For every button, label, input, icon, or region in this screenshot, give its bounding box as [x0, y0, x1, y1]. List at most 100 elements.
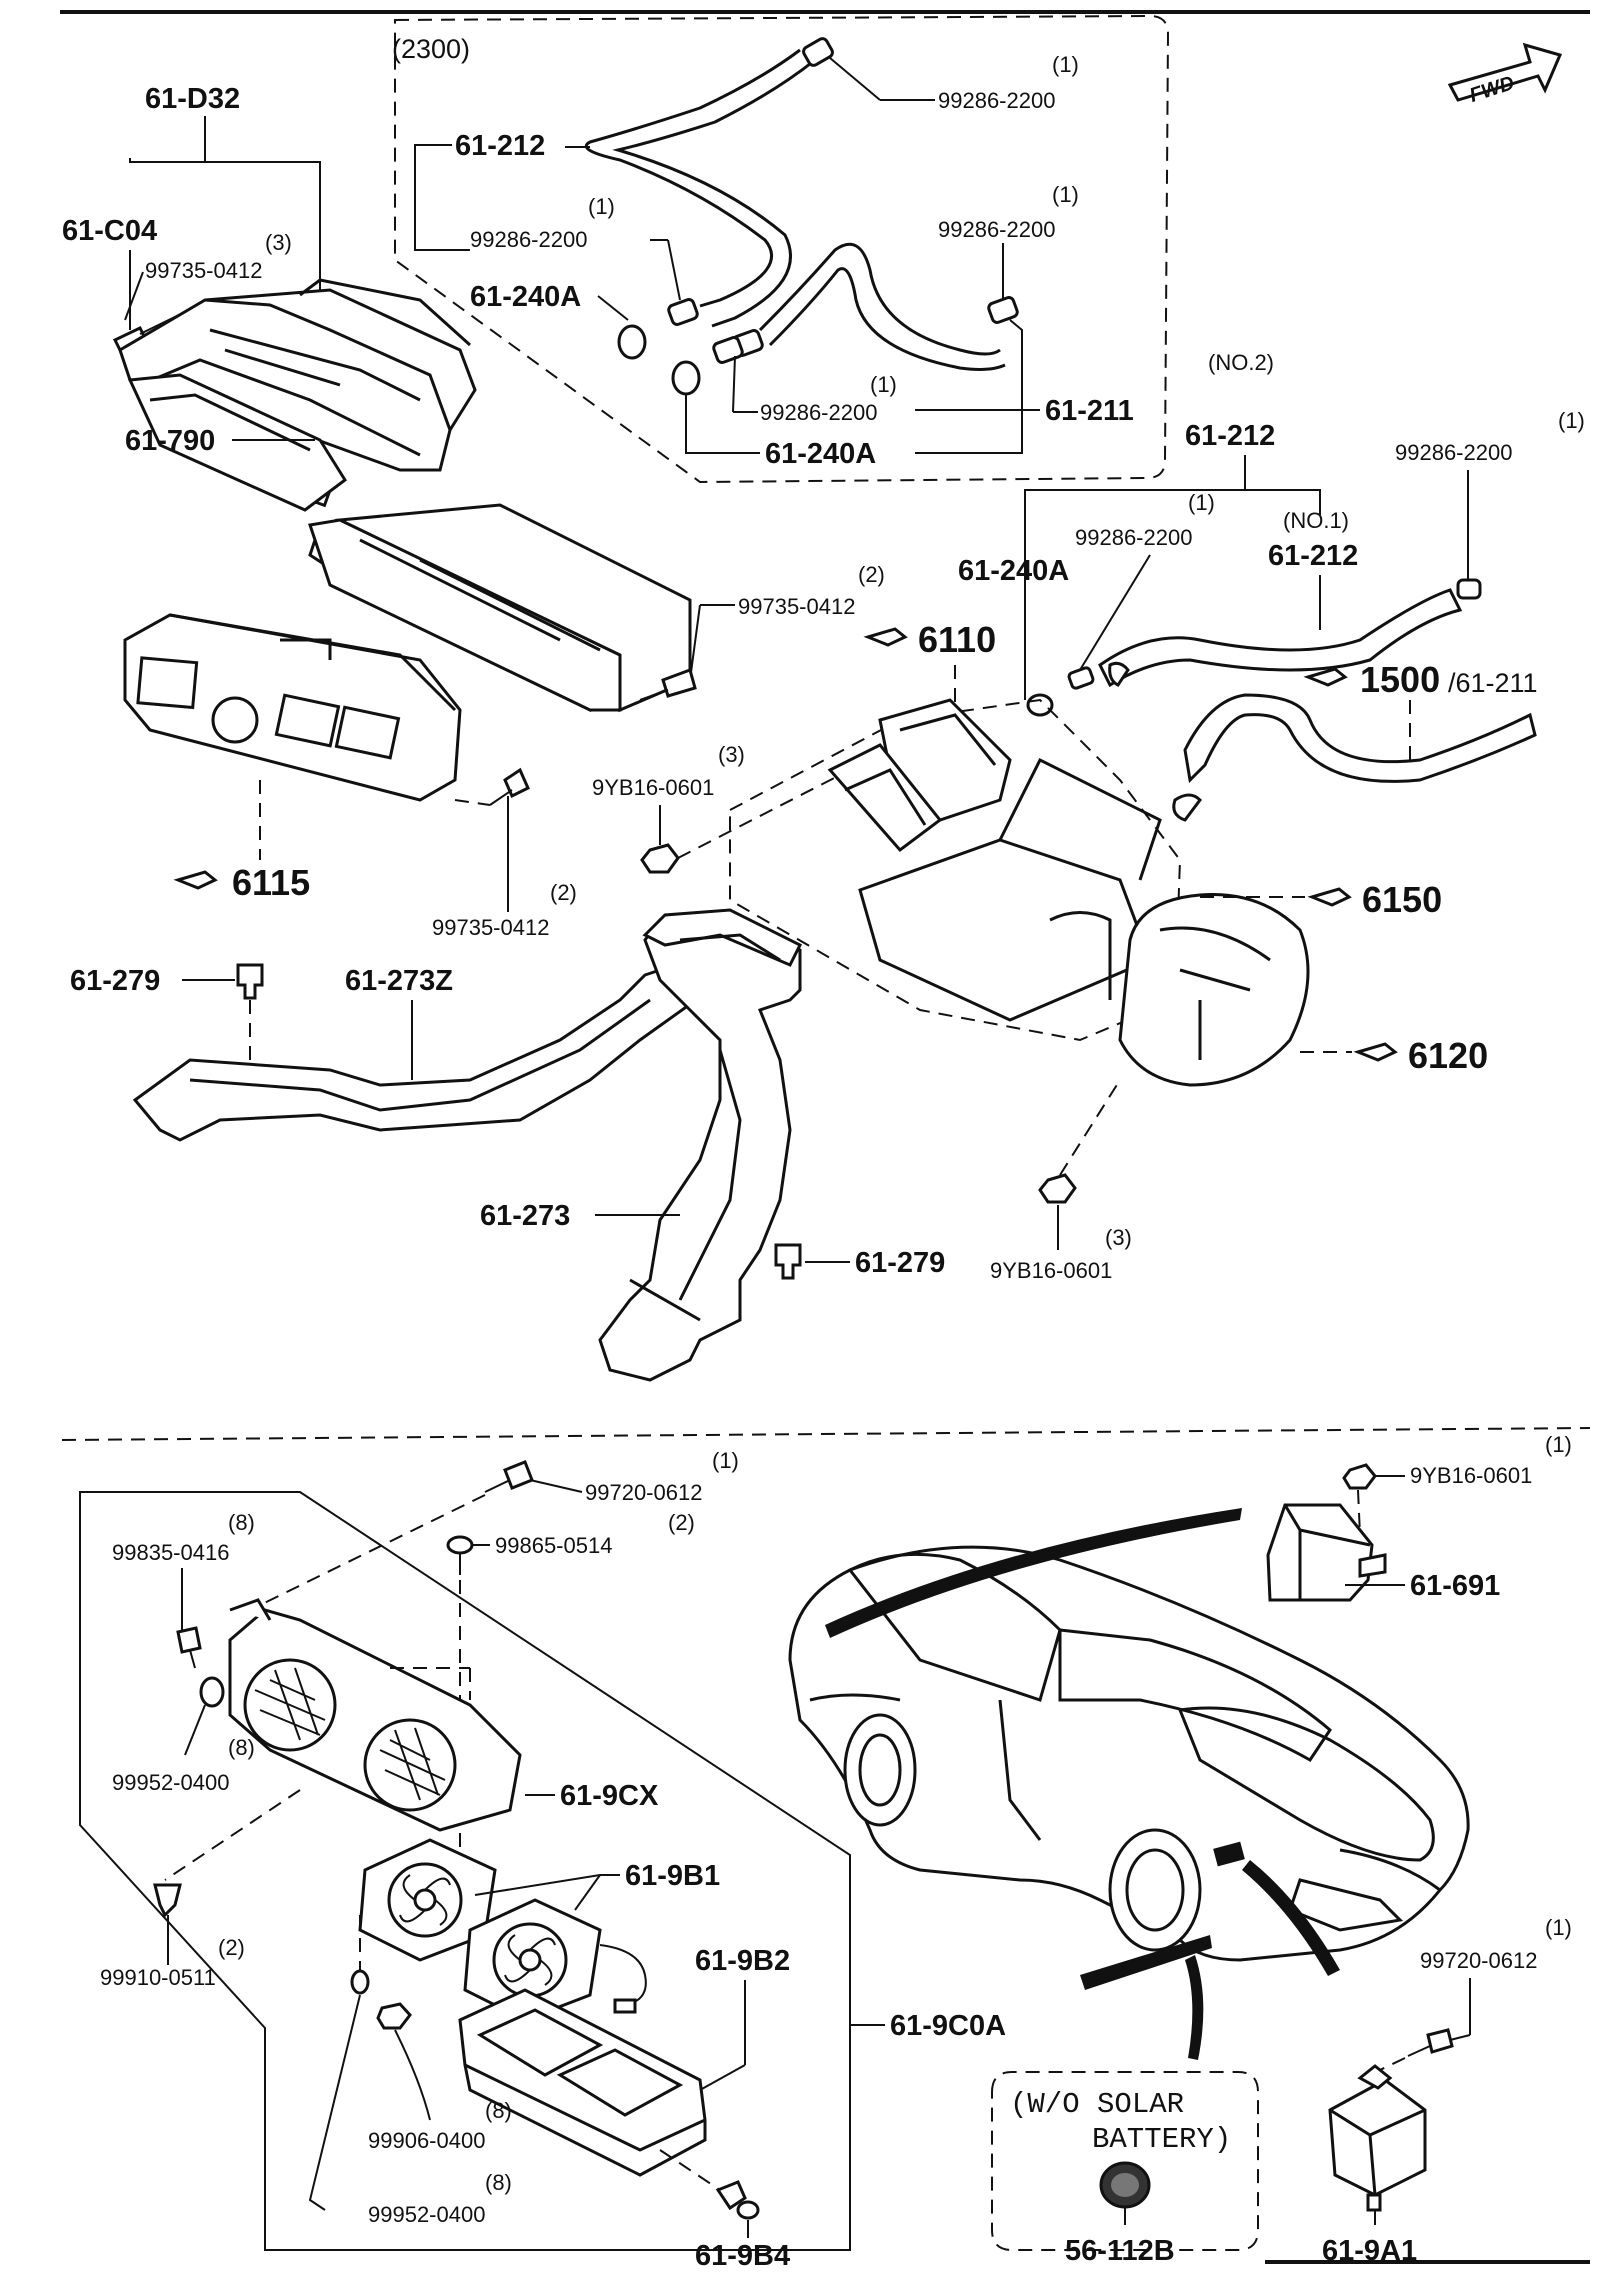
plug-part-label: 56-112B	[1065, 2235, 1175, 2267]
hose-clamp-label: 99286-2200	[760, 400, 877, 425]
ref-6115: 6115	[232, 862, 310, 903]
clip-part-label: 61-9B4	[695, 2240, 790, 2272]
nut-label: 99906-0400	[368, 2128, 485, 2153]
qty-label: (1)	[1052, 52, 1079, 77]
fan-location-icon	[1213, 1841, 1245, 1867]
screw-icon	[176, 1626, 202, 1669]
fan-part-label: 61-9B1	[625, 1860, 720, 1892]
hose-connector-icon	[1026, 666, 1095, 717]
frame-part-label: 61-790	[125, 425, 215, 457]
heater-hose-upper	[584, 48, 801, 308]
pointing-hand-icon	[1353, 1042, 1398, 1062]
qty-label: (1)	[712, 1448, 739, 1473]
screw-label: 99735-0412	[738, 594, 855, 619]
relay-part-label: 61-691	[1410, 1570, 1500, 1602]
bolt-part-label: 61-279	[70, 965, 160, 997]
leader-line	[574, 1874, 601, 1911]
hose-clamp-label: 99286-2200	[1075, 525, 1192, 550]
leader-line	[1449, 2034, 1471, 2041]
leader-line	[124, 271, 144, 321]
cooling-fan-icon	[463, 1898, 602, 2022]
qty-label: (3)	[718, 742, 745, 767]
nut-icon	[1038, 1173, 1077, 1204]
pointing-hand-icon	[173, 870, 218, 890]
screw-icon	[489, 767, 530, 806]
heater-hose-1500	[1183, 693, 1537, 784]
connector-icon	[613, 1998, 637, 2014]
vehicle-outline	[788, 1545, 1470, 1962]
control-panel-part-label: 61-C04	[62, 215, 157, 247]
screw-label: 99865-0514	[495, 1533, 612, 1558]
leader-line	[699, 2064, 746, 2091]
bolt-icon	[1407, 2028, 1454, 2057]
location-pointer	[825, 1508, 1242, 1638]
hose-number-label: (NO.1)	[1283, 508, 1349, 533]
relay-61-9a1	[1328, 2064, 1427, 2212]
qty-label: (8)	[228, 1510, 255, 1535]
heater-unit-assembly	[729, 698, 1310, 1087]
hose-clamp-label: 99286-2200	[470, 227, 587, 252]
control-panel-bezel	[127, 373, 348, 512]
solar-battery-variant-box	[991, 2071, 1259, 2251]
nut-icon	[640, 843, 680, 874]
leader-line	[829, 57, 881, 101]
kit-61-9c0a-boundary	[79, 1491, 851, 2251]
pointing-hand-icon	[1303, 667, 1348, 687]
fan-bracket-part-label: 61-9CX	[560, 1780, 659, 1812]
leader-line	[249, 1494, 486, 1611]
leader-line	[659, 2149, 721, 2191]
heater-hose-lower	[758, 242, 1001, 356]
nut-label: 9YB16-0601	[1410, 1463, 1532, 1488]
clip-icon	[153, 1883, 182, 1918]
ref-1500: 1500	[1360, 659, 1440, 700]
washer-icon	[199, 1676, 225, 1708]
connector-part-label: 61-240A	[470, 281, 581, 313]
hose-clamp-label: 99286-2200	[938, 217, 1055, 242]
hose-clamp-icon	[987, 296, 1019, 324]
hose-clamp-icon	[1456, 578, 1482, 600]
hose-clamp-label: 99286-2200	[1395, 440, 1512, 465]
nut-icon	[376, 2002, 412, 2030]
shroud-part-label: 61-9B2	[695, 1945, 790, 1977]
control-panel-part-label: 61-D32	[145, 83, 240, 115]
nut-label: 9YB16-0601	[990, 1258, 1112, 1283]
leader-line	[184, 1704, 206, 1756]
nut-label: 9YB16-0601	[592, 775, 714, 800]
leader-line	[732, 355, 736, 413]
screw-icon	[639, 668, 697, 701]
qty-label: (1)	[1188, 490, 1215, 515]
hose-end-icon	[1172, 793, 1202, 822]
screw-label: 99735-0412	[145, 258, 262, 283]
clip-icon	[236, 963, 264, 1000]
control-module-6115	[123, 613, 462, 802]
section-separator	[61, 1427, 1591, 1441]
qty-label: (2)	[218, 1935, 245, 1960]
screw-label: 99835-0416	[112, 1540, 229, 1565]
fan-wire	[599, 1944, 647, 2006]
leader-line	[308, 1994, 361, 2211]
leader-line	[1379, 2057, 1406, 2071]
leader-line	[529, 1479, 583, 1493]
washer-label: 99952-0400	[112, 1770, 229, 1795]
qty-label: (1)	[1558, 408, 1585, 433]
qty-label: (1)	[1545, 1915, 1572, 1940]
leader-line	[689, 604, 701, 681]
qty-label: (2)	[668, 1510, 695, 1535]
bolt-icon	[484, 1460, 534, 1493]
air-duct-61-273z	[132, 958, 713, 1142]
location-pointer	[1185, 1955, 1204, 2060]
group-2300-boundary	[394, 14, 1170, 484]
screw-label: 99735-0412	[432, 915, 549, 940]
ref-1500-hose: /61-211	[1448, 668, 1538, 698]
leader-line	[164, 1789, 301, 1881]
hose-part-label: 61-212	[1268, 540, 1358, 572]
blind-plug-icon	[1099, 2161, 1151, 2209]
qty-label: (3)	[1105, 1225, 1132, 1250]
location-pointer	[1080, 1935, 1212, 1990]
hose-clamp-icon	[667, 298, 699, 326]
leader-line	[454, 799, 491, 806]
relay-part-label: 61-9A1	[1322, 2235, 1417, 2267]
screw-icon	[446, 1535, 474, 1575]
hose-part-label: 61-211	[1045, 395, 1134, 427]
